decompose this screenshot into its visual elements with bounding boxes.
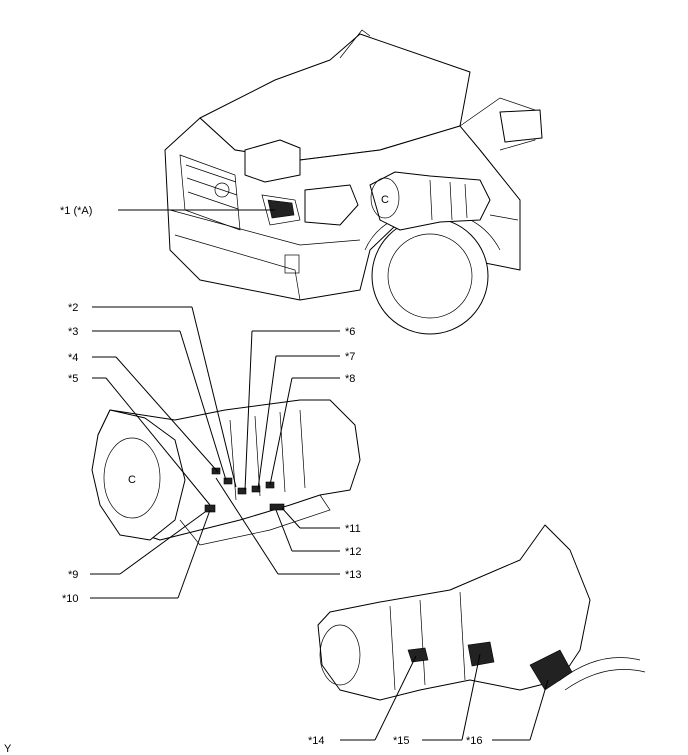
callout-16: *16 <box>466 735 483 747</box>
callout-13: *13 <box>345 569 362 581</box>
callout-14: *14 <box>308 735 325 747</box>
callout-2: *2 <box>68 302 78 314</box>
callout-10: *10 <box>62 593 79 605</box>
vehicle-illustration: C <box>164 29 543 335</box>
callout-3: *3 <box>68 326 78 338</box>
leader-lines <box>90 209 549 741</box>
callout-7: *7 <box>345 351 355 363</box>
callout-1: *1 (*A) <box>60 205 92 217</box>
svg-text:C: C <box>381 194 389 206</box>
callout-8: *8 <box>345 373 355 385</box>
callout-11: *11 <box>345 523 361 535</box>
callout-4: *4 <box>68 352 78 364</box>
automatic-transmission-illustration: C <box>91 399 361 546</box>
svg-text:C: C <box>128 474 136 486</box>
callout-6: *6 <box>345 326 355 338</box>
transfer-illustration <box>317 524 646 701</box>
callout-15: *15 <box>393 735 410 747</box>
callout-9: *9 <box>68 569 78 581</box>
callout-5: *5 <box>68 373 78 385</box>
corner-mark: Y <box>4 743 12 755</box>
callout-12: *12 <box>345 546 362 558</box>
